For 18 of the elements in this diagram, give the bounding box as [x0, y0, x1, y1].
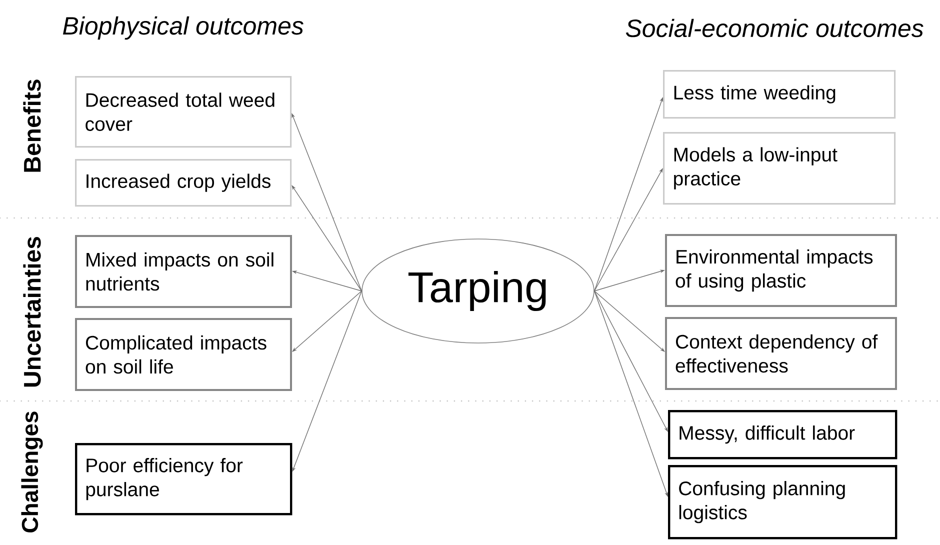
- outcome-box: Less time weeding: [663, 70, 896, 119]
- outcome-box: Decreased total weed cover: [75, 76, 292, 148]
- row-heading: Uncertainties: [23, 236, 41, 387]
- outcome-box: Increased crop yields: [75, 159, 292, 207]
- outcome-box: Messy, difficult labor: [668, 410, 898, 460]
- arrow: [594, 290, 665, 352]
- outcome-box: Complicated impacts on soil life: [75, 318, 292, 391]
- outcome-box: Mixed impacts on soil nutrients: [75, 235, 292, 308]
- column-heading: Social-economic outcomes: [626, 18, 924, 38]
- column-heading: Biophysical outcomes: [62, 16, 304, 40]
- outcome-box: Models a low-input practice: [663, 132, 896, 205]
- row-heading: Benefits: [23, 80, 41, 172]
- outcome-box: Context dependency of effectiveness: [665, 317, 897, 390]
- arrow: [292, 290, 362, 352]
- row-heading: Challenges: [21, 412, 43, 532]
- outcome-box: Poor efficiency for purslane: [75, 442, 292, 516]
- outcome-box: Confusing planning logistics: [668, 464, 898, 540]
- outcome-box: Environmental impacts of using plastic: [665, 234, 897, 307]
